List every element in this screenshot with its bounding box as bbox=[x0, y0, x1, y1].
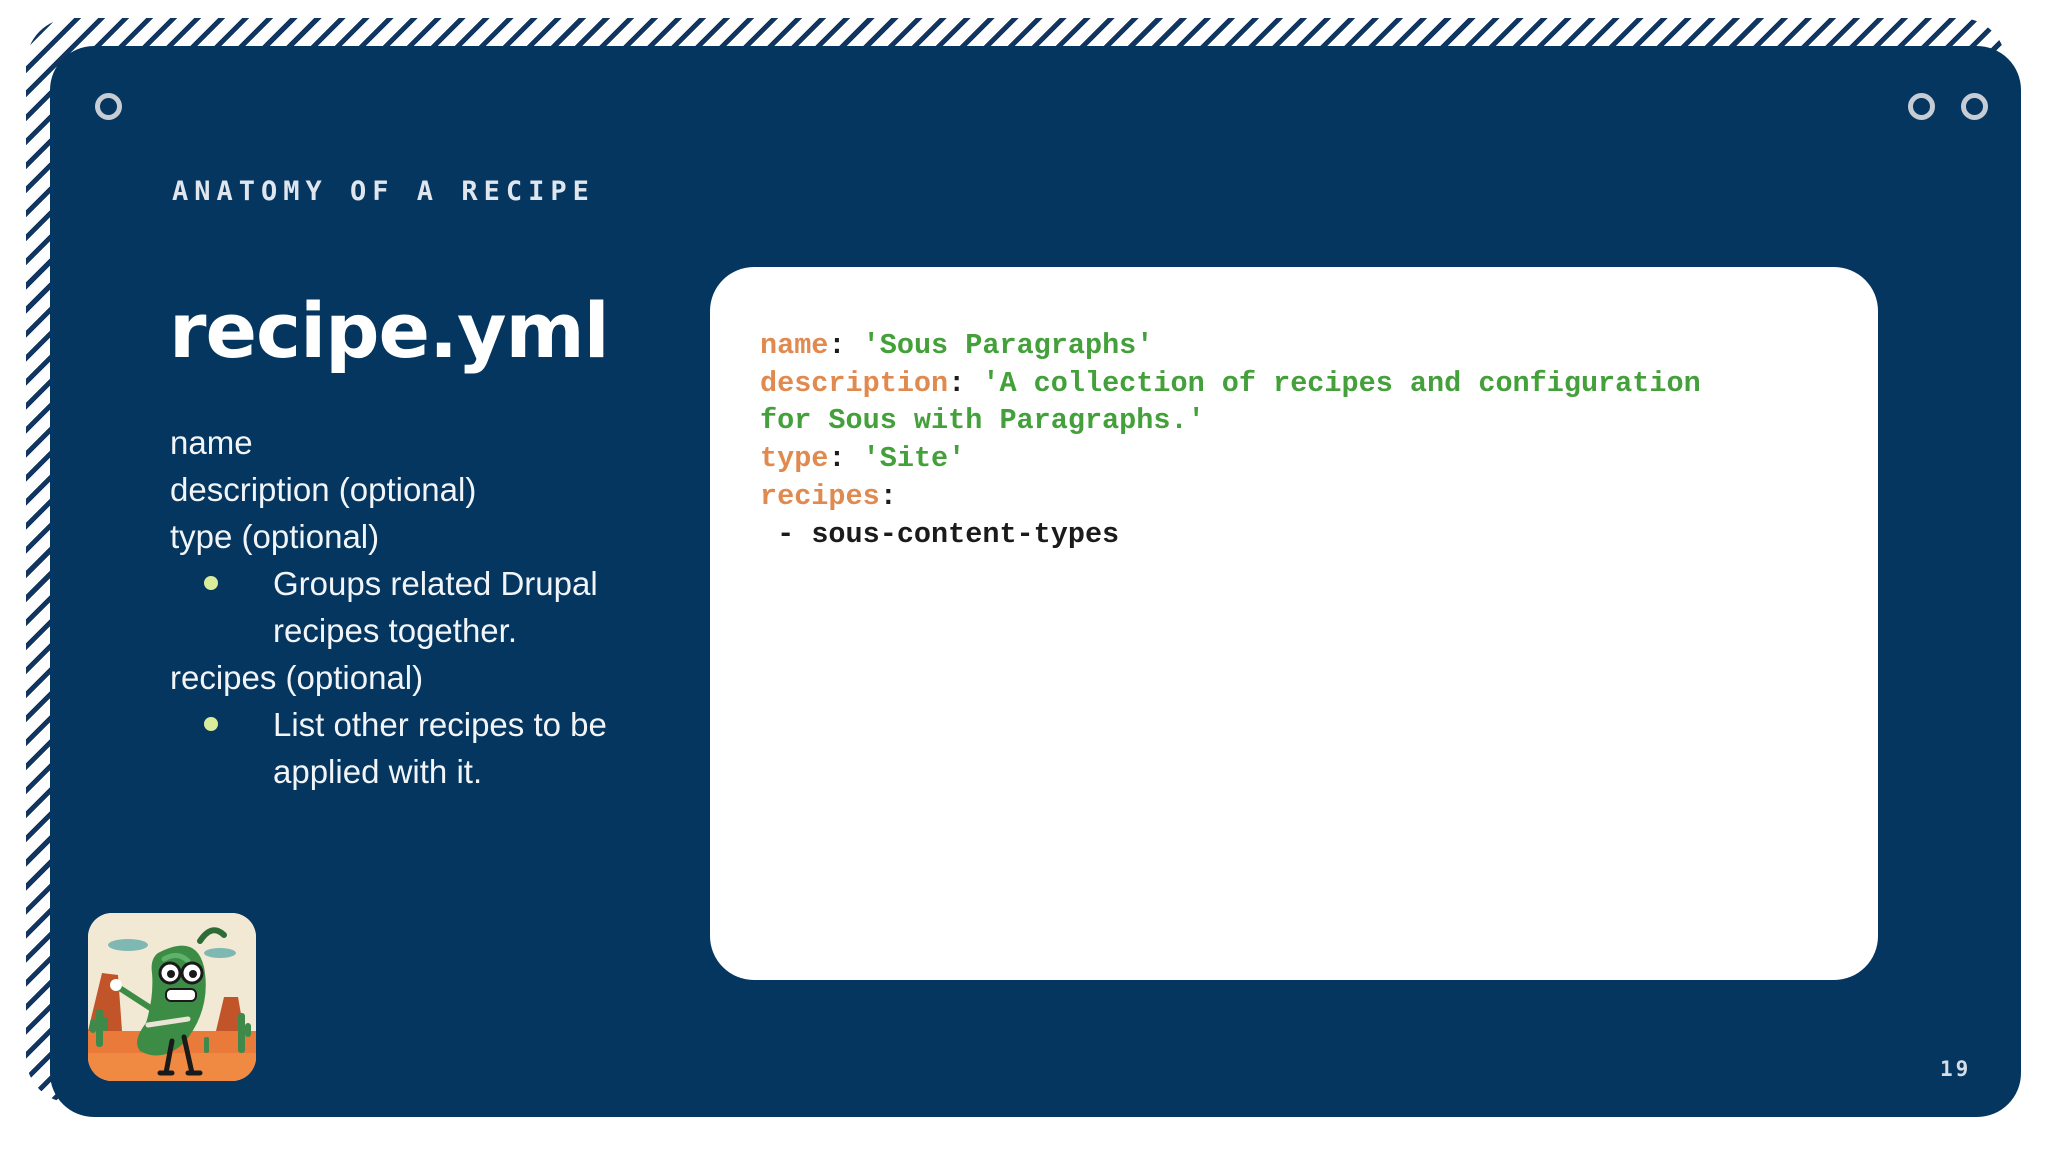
field-description: description (optional) bbox=[170, 471, 477, 508]
code-key-description: description bbox=[760, 366, 949, 400]
bullet-icon bbox=[204, 717, 218, 731]
field-recipes: recipes (optional) bbox=[170, 659, 424, 696]
code-value-name: 'Sous Paragraphs' bbox=[862, 329, 1154, 362]
binder-ring-icon bbox=[95, 93, 122, 120]
code-key-recipes: recipes bbox=[760, 479, 880, 513]
slide: ANATOMY OF A RECIPE recipe.yml name desc… bbox=[50, 46, 2021, 1117]
code-recipes-item: - sous-content-types bbox=[777, 517, 1120, 551]
code-colon: : bbox=[879, 479, 897, 513]
section-eyebrow: ANATOMY OF A RECIPE bbox=[172, 176, 595, 207]
code-card: name: 'Sous Paragraphs' description: 'A … bbox=[710, 267, 1878, 980]
field-recipes-note-line2: applied with it. bbox=[273, 753, 483, 790]
binder-ring-icon bbox=[1908, 93, 1935, 120]
jalapeno-cowboy-mascot-icon bbox=[88, 913, 256, 1081]
field-type-note-line1: Groups related Drupal bbox=[273, 565, 598, 602]
code-value-type: 'Site' bbox=[862, 442, 966, 476]
field-type-note: Groups related Drupal recipes together. bbox=[170, 560, 690, 654]
code-colon: : bbox=[828, 329, 846, 362]
page-number: 19 bbox=[1940, 1057, 1972, 1081]
yaml-code-block: name: 'Sous Paragraphs' description: 'A … bbox=[760, 327, 1701, 553]
field-list: name description (optional) type (option… bbox=[170, 419, 690, 795]
code-value-description-line2: for Sous with Paragraphs.' bbox=[760, 404, 1205, 438]
code-colon: : bbox=[948, 366, 966, 400]
binder-ring-icon bbox=[1961, 93, 1988, 120]
code-colon: : bbox=[828, 442, 846, 476]
slide-title: recipe.yml bbox=[169, 286, 610, 375]
field-type: type (optional) bbox=[170, 518, 380, 555]
field-name: name bbox=[170, 424, 253, 461]
field-type-note-line2: recipes together. bbox=[273, 612, 517, 649]
code-key-name: name bbox=[760, 329, 829, 362]
field-recipes-note: List other recipes to be applied with it… bbox=[170, 701, 690, 795]
field-recipes-note-line1: List other recipes to be bbox=[273, 706, 607, 743]
bullet-icon bbox=[204, 576, 218, 590]
code-value-description-line1: 'A collection of recipes and configurati… bbox=[982, 366, 1701, 400]
code-key-type: type bbox=[760, 442, 829, 476]
